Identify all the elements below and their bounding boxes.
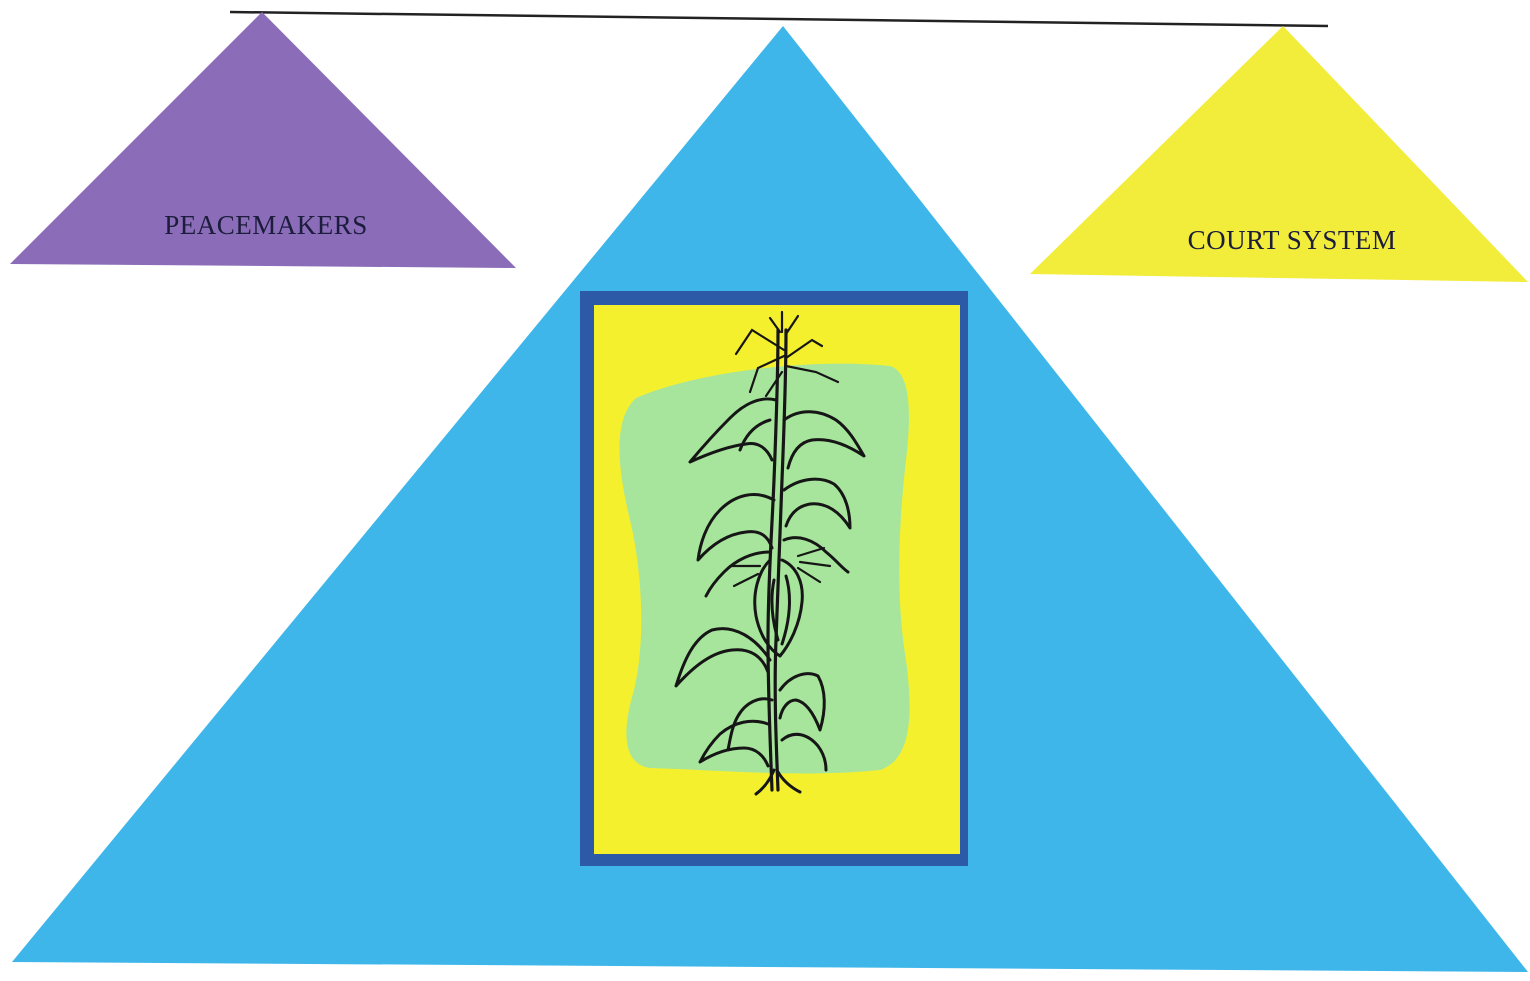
court-system-label: COURT SYSTEM xyxy=(1188,225,1397,255)
peacemakers-label: PEACEMAKERS xyxy=(164,210,368,240)
balance-beam xyxy=(230,12,1328,26)
